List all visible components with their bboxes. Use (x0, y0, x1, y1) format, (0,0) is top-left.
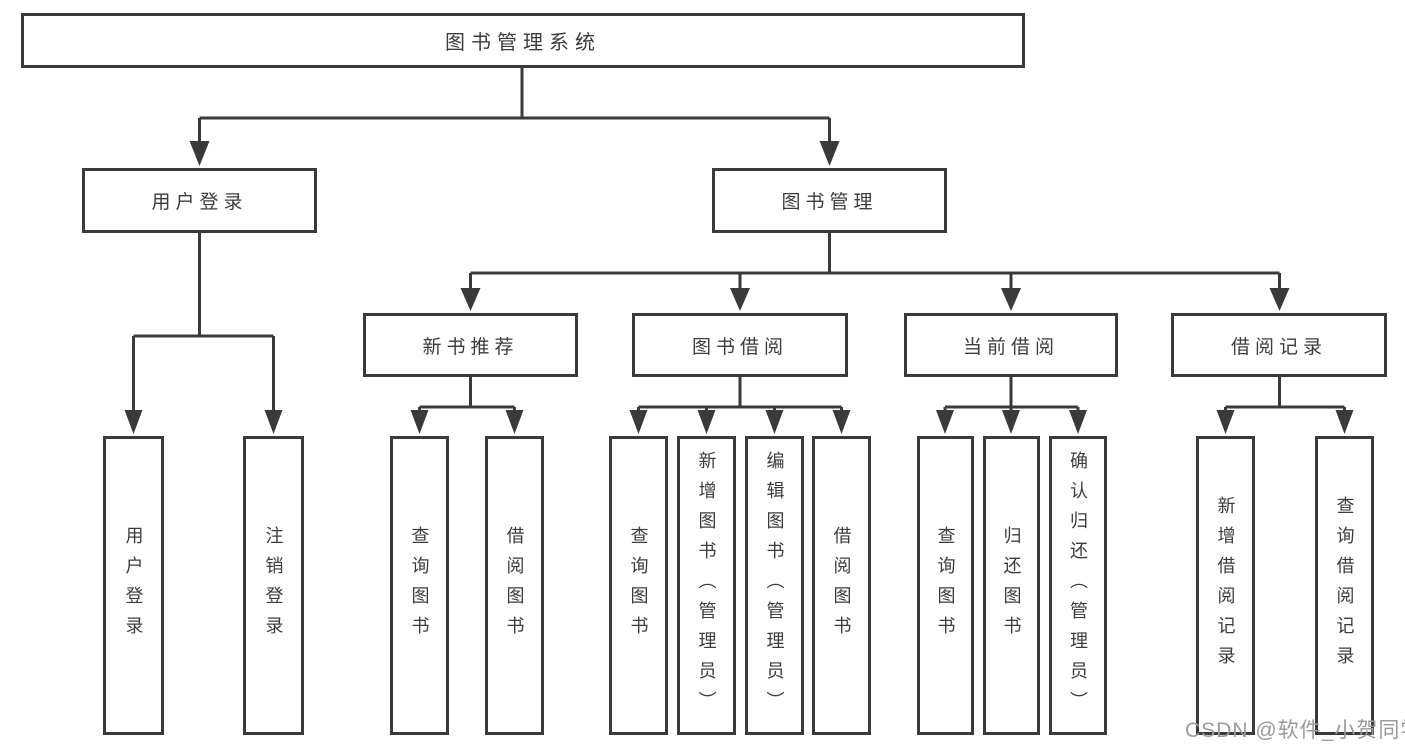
leaf-borrow-books-recommend: 借阅图书 (485, 436, 544, 735)
node-book-management: 图书管理 (712, 168, 947, 233)
leaf-confirm-return-admin: 确认归还（管理员） (1049, 436, 1107, 735)
leaf-logout: 注销登录 (243, 436, 304, 735)
node-library-management-system: 图书管理系统 (21, 13, 1025, 68)
leaf-add-borrow-record: 新增借阅记录 (1196, 436, 1255, 735)
leaf-add-book-admin: 新增图书（管理员） (677, 436, 736, 735)
node-book-borrowing: 图书借阅 (632, 313, 848, 377)
node-current-borrowing: 当前借阅 (904, 313, 1118, 377)
node-new-book-recommendation: 新书推荐 (363, 313, 578, 377)
leaf-query-books-current: 查询图书 (917, 436, 974, 735)
csdn-watermark: CSDN @软件_小贺同学 (1185, 719, 1405, 742)
leaf-query-borrow-record: 查询借阅记录 (1315, 436, 1374, 735)
leaf-borrow-books: 借阅图书 (812, 436, 871, 735)
node-user-login: 用户登录 (82, 168, 317, 233)
leaf-query-books-borrow: 查询图书 (609, 436, 668, 735)
node-borrowing-records: 借阅记录 (1171, 313, 1387, 377)
leaf-edit-book-admin: 编辑图书（管理员） (745, 436, 804, 735)
leaf-query-books-recommend: 查询图书 (390, 436, 449, 735)
leaf-user-login: 用户登录 (103, 436, 164, 735)
leaf-return-book: 归还图书 (983, 436, 1040, 735)
